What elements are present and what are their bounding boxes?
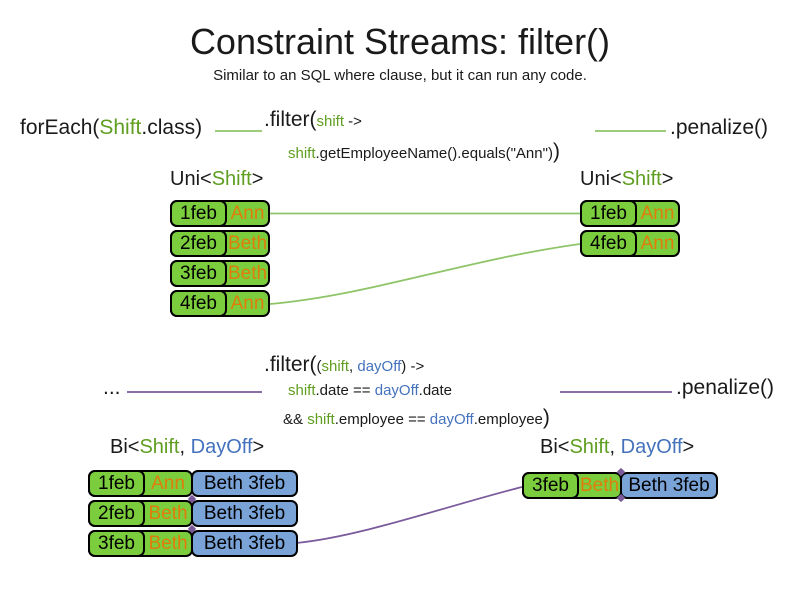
shift-date: 2feb <box>88 500 145 527</box>
table-row: Ann 1feb <box>580 200 680 227</box>
dayoff-cell: Beth 3feb <box>191 500 298 527</box>
filter2-close-paren: ) <box>542 406 550 429</box>
foreach-expression: forEach(Shift.class) <box>20 116 202 140</box>
page-title: Constraint Streams: filter() <box>189 21 611 62</box>
filter2-l2-param2: dayOff <box>374 382 419 399</box>
filter2-l3-end: .employee <box>473 411 543 428</box>
filter2-paren-close: ) <box>401 358 407 375</box>
filter1-fn: .filter( <box>264 108 317 131</box>
table-row: Beth 3feb <box>88 530 193 557</box>
shift-date: 3feb <box>522 472 579 499</box>
bi-left-post: > <box>252 436 265 458</box>
shift-date: 4feb <box>580 230 637 257</box>
shift-employee: Beth <box>148 532 188 554</box>
shift-employee: Ann <box>230 202 265 224</box>
penalize-mid: .penalize() <box>676 376 775 399</box>
page-subtitle: Similar to an SQL where clause, but it c… <box>213 67 587 84</box>
bi-right-class1: Shift <box>569 436 610 458</box>
table-row: Beth 3feb <box>170 260 270 287</box>
table-row: Ann 1feb <box>170 200 270 227</box>
shift-date: 1feb <box>170 200 227 227</box>
uni-right-label: Uni<Shift> <box>580 168 673 190</box>
table-row: Beth 2feb <box>88 500 193 527</box>
uni-right-post: > <box>661 168 674 190</box>
filter2-fn: .filter( <box>264 353 317 376</box>
filter2-l3-mid: .employee == <box>334 411 430 428</box>
filter2-paren-open: ( <box>316 358 322 375</box>
filter1-body-param: shift <box>288 145 316 162</box>
shift-employee: Ann <box>640 202 675 224</box>
ellipsis: ... <box>103 376 121 399</box>
filter2-comma: , <box>349 358 358 375</box>
shift-date: 2feb <box>170 230 227 257</box>
filter2-arrow: -> <box>406 358 425 375</box>
filter2-body-line1: shift.date == dayOff.date <box>288 382 453 400</box>
filter1-param: shift <box>316 113 345 130</box>
bi-right-post: > <box>682 436 695 458</box>
penalize-top: .penalize() <box>670 116 769 139</box>
filter2-l3-and: && <box>283 411 308 428</box>
filter1-arrow: -> <box>344 113 362 130</box>
uni-right-pre: Uni< <box>580 168 622 190</box>
shift-employee: Beth <box>227 232 268 254</box>
filter1-body-rest: .getEmployeeName().equals("Ann") <box>315 145 553 162</box>
bi-left-class2: DayOff <box>190 436 253 458</box>
filter2-param1: shift <box>321 358 350 375</box>
wire-4feb-ann <box>269 243 581 305</box>
shift-employee: Ann <box>230 292 265 314</box>
uni-left-class: Shift <box>211 168 252 190</box>
shift-date: 4feb <box>170 290 227 317</box>
foreach-class: Shift <box>99 116 142 139</box>
filter1-signature: .filter(shift -> <box>264 108 362 132</box>
bi-left-pre: Bi< <box>110 436 140 458</box>
bi-right-label: Bi<Shift, DayOff> <box>540 436 694 458</box>
table-row: Ann 4feb <box>580 230 680 257</box>
uni-left-label: Uni<Shift> <box>170 168 263 190</box>
table-row: Ann 4feb <box>170 290 270 317</box>
foreach-post: .class) <box>141 116 203 139</box>
wire-3feb-pair <box>295 486 523 544</box>
bi-left-class1: Shift <box>139 436 180 458</box>
dayoff-cell: Beth 3feb <box>191 530 298 557</box>
shift-date: 3feb <box>88 530 145 557</box>
table-row: Beth 3feb <box>522 472 622 499</box>
shift-employee: Beth <box>227 262 268 284</box>
uni-left-pre: Uni< <box>170 168 212 190</box>
filter2-l2-param1: shift <box>288 382 316 399</box>
filter2-l3-param1: shift <box>307 411 335 428</box>
filter1-close-paren: ) <box>552 140 560 163</box>
filter2-l2-end: .date <box>418 382 453 399</box>
filter2-param2: dayOff <box>357 358 402 375</box>
filter2-body-line2: && shift.employee == dayOff.employee) <box>283 406 550 430</box>
shift-employee: Beth <box>579 474 620 496</box>
shift-date: 1feb <box>88 470 145 497</box>
table-row: Ann 1feb <box>88 470 193 497</box>
table-row: Beth 2feb <box>170 230 270 257</box>
filter2-l2-mid: .date == <box>315 382 375 399</box>
bi-left-comma: , <box>179 436 191 458</box>
bi-right-class2: DayOff <box>620 436 683 458</box>
bi-right-comma: , <box>609 436 621 458</box>
shift-date: 3feb <box>170 260 227 287</box>
shift-employee: Ann <box>151 472 185 494</box>
filter2-signature: .filter((shift, dayOff) -> <box>264 353 424 377</box>
bi-right-pre: Bi< <box>540 436 570 458</box>
foreach-pre: forEach( <box>20 116 100 139</box>
uni-right-class: Shift <box>621 168 662 190</box>
filter1-body: shift.getEmployeeName().equals("Ann")) <box>288 140 560 164</box>
filter2-l3-param2: dayOff <box>429 411 474 428</box>
bi-left-label: Bi<Shift, DayOff> <box>110 436 264 458</box>
dayoff-cell: Beth 3feb <box>191 470 298 497</box>
shift-employee: Beth <box>148 502 188 524</box>
uni-left-post: > <box>251 168 264 190</box>
shift-employee: Ann <box>640 232 675 254</box>
dayoff-cell: Beth 3feb <box>620 472 718 499</box>
shift-date: 1feb <box>580 200 637 227</box>
